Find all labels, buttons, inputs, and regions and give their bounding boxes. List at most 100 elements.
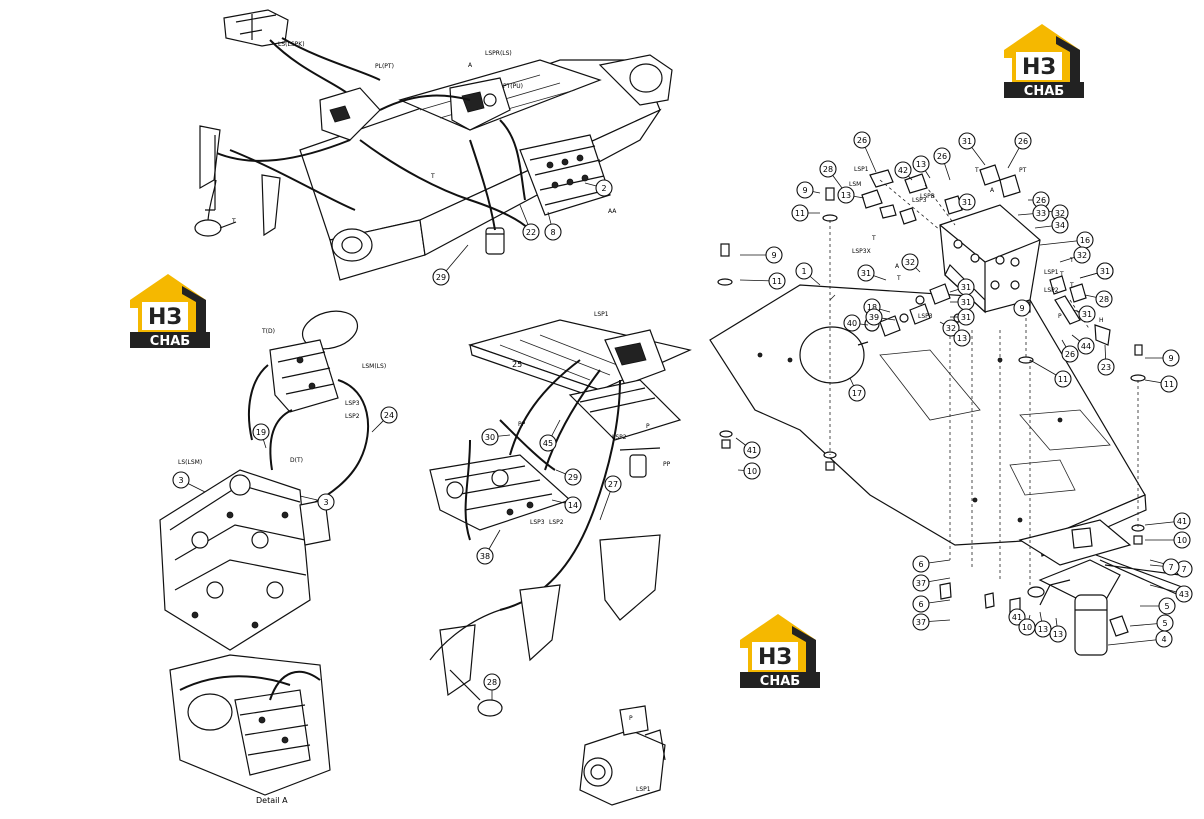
port-label: PT	[1019, 167, 1027, 174]
svg-text:5: 5	[1164, 602, 1169, 611]
callout-11: 11	[1160, 375, 1178, 393]
callout-41: 41	[1173, 512, 1191, 530]
callout-13: 13	[912, 155, 930, 173]
svg-text:13: 13	[841, 191, 851, 200]
port-label: LSP1	[636, 786, 651, 793]
callout-17: 17	[848, 384, 866, 402]
svg-text:38: 38	[480, 552, 490, 561]
port-label: T	[231, 218, 236, 225]
callout-33: 33	[1032, 204, 1050, 222]
center-assembly	[429, 319, 692, 806]
callout-32: 32	[1073, 246, 1091, 264]
callout-38: 38	[476, 547, 494, 565]
svg-text:19: 19	[256, 428, 266, 437]
svg-text:10: 10	[747, 467, 757, 476]
nz-snab-logo: НЗ СНАБ	[1004, 24, 1084, 99]
callout-11: 11	[768, 272, 786, 290]
port-label: LSP2	[345, 413, 360, 420]
svg-text:31: 31	[1100, 267, 1110, 276]
callout-8: 8	[544, 223, 562, 241]
port-label: LSM	[849, 181, 861, 188]
callout-10: 10	[1173, 531, 1191, 549]
callout-31: 31	[1078, 305, 1096, 323]
port-label: PP	[663, 461, 671, 468]
port-label: P	[629, 715, 633, 722]
callout-30: 30	[481, 428, 499, 446]
callout-27: 27	[604, 475, 622, 493]
svg-text:30: 30	[485, 433, 495, 442]
port-label: LSP1	[854, 166, 869, 173]
port-label: LSP3X	[852, 248, 871, 255]
callout-10: 10	[743, 462, 761, 480]
port-label: LSPB	[920, 193, 935, 200]
svg-text:2: 2	[601, 184, 606, 193]
callout-37: 37	[912, 613, 930, 631]
port-label: LSP3	[912, 197, 927, 204]
label-group: LS(LSPK)PL(PT)LSPR(LS)APT(PU)TAATT(D)LSM…	[178, 41, 1104, 793]
port-label: LSP3	[918, 313, 933, 320]
port-label: PP	[518, 421, 526, 428]
frame-assembly	[194, 9, 673, 281]
callout-26: 26	[853, 131, 871, 149]
svg-text:НЗ: НЗ	[1022, 55, 1056, 80]
callout-26: 26	[1014, 132, 1032, 150]
port-label: LSP2	[549, 519, 564, 526]
port-label: T	[1069, 282, 1074, 289]
svg-text:41: 41	[747, 446, 757, 455]
callout-11: 11	[1054, 370, 1072, 388]
port-label: LSP1	[594, 311, 609, 318]
svg-text:40: 40	[847, 319, 857, 328]
port-label: LSP3	[345, 400, 360, 407]
callout-28: 28	[1095, 290, 1113, 308]
callout-9: 9	[796, 181, 814, 199]
svg-text:СНАБ: СНАБ	[1024, 84, 1064, 99]
svg-text:41: 41	[1177, 517, 1187, 526]
svg-text:31: 31	[861, 269, 871, 278]
leader-line	[1107, 638, 1165, 646]
port-label: D(T)	[290, 457, 303, 464]
svg-text:22: 22	[526, 228, 536, 237]
svg-text:26: 26	[1065, 350, 1075, 359]
svg-text:7: 7	[1168, 563, 1173, 572]
svg-text:27: 27	[608, 480, 618, 489]
svg-text:33: 33	[1036, 209, 1046, 218]
svg-text:29: 29	[436, 273, 446, 282]
port-label: T	[430, 173, 435, 180]
callout-32: 32	[942, 319, 960, 337]
svg-text:11: 11	[795, 209, 805, 218]
svg-text:26: 26	[1036, 196, 1046, 205]
callout-5: 5	[1158, 597, 1176, 615]
callout-31: 31	[1096, 262, 1114, 280]
port-label: LSP1	[1044, 269, 1059, 276]
svg-text:СНАБ: СНАБ	[150, 334, 190, 349]
svg-text:13: 13	[916, 160, 926, 169]
callout-13: 13	[1049, 625, 1067, 643]
callout-29: 29	[432, 268, 450, 286]
svg-text:9: 9	[1019, 304, 1024, 313]
callout-3: 3	[317, 493, 335, 511]
svg-text:1: 1	[801, 267, 806, 276]
callout-13: 13	[1034, 620, 1052, 638]
svg-text:14: 14	[568, 501, 578, 510]
svg-text:26: 26	[937, 152, 947, 161]
svg-text:16: 16	[1080, 236, 1090, 245]
svg-text:9: 9	[771, 251, 776, 260]
callout-42: 42	[894, 161, 912, 179]
port-label: T	[871, 235, 876, 242]
callout-9: 9	[765, 246, 783, 264]
svg-text:3: 3	[323, 498, 328, 507]
callout-13: 13	[837, 186, 855, 204]
svg-text:13: 13	[957, 334, 967, 343]
callout-26: 26	[1061, 345, 1079, 363]
svg-text:42: 42	[898, 166, 908, 175]
callout-41: 41	[743, 441, 761, 459]
svg-text:32: 32	[905, 258, 915, 267]
port-label: LSM(LS)	[362, 363, 386, 370]
svg-text:31: 31	[1082, 310, 1092, 319]
callout-9: 9	[1013, 299, 1031, 317]
svg-text:8: 8	[550, 228, 555, 237]
